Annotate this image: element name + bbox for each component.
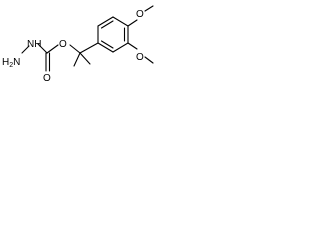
atom-o-methoxy-top: O (136, 9, 144, 20)
atom-o-methoxy-bottom: O (136, 52, 144, 63)
bond-ring-o-top (127, 19, 138, 27)
ring-inner-bond-1 (100, 20, 114, 29)
molecule-structure: NH H2N O O O O (2, 5, 154, 84)
bond-c-o-ester (46, 44, 59, 54)
ring-bond-3 (112, 16, 129, 27)
atom-nh: NH (27, 39, 41, 50)
ring-inner-bond-3 (100, 40, 114, 49)
atom-o-carbonyl: O (43, 73, 51, 84)
h2n-n: N (13, 57, 20, 68)
bond-o-methyl-top (144, 5, 154, 12)
bond-cq-methyl-2 (79, 52, 91, 65)
atom-h2n: H2N (2, 57, 20, 69)
bond-o-methyl-bottom (144, 56, 154, 64)
bond-cq-methyl-1 (73, 52, 81, 67)
atom-o-ester: O (59, 39, 67, 50)
bonds (21, 5, 154, 72)
ring-bond-2 (97, 16, 114, 27)
ring-bond-6 (97, 42, 114, 53)
bond-n-c (37, 43, 48, 54)
bond-ring-o-bottom (127, 42, 138, 50)
bond-cq-ring (79, 42, 99, 54)
h2n-subscript: 2 (9, 62, 13, 69)
ring-bond-5 (112, 42, 129, 53)
bond-o-cq (69, 44, 81, 54)
atom-labels: NH H2N O O O O (2, 9, 144, 84)
bond-n-n (21, 45, 30, 54)
h2n-h: H (2, 57, 9, 68)
